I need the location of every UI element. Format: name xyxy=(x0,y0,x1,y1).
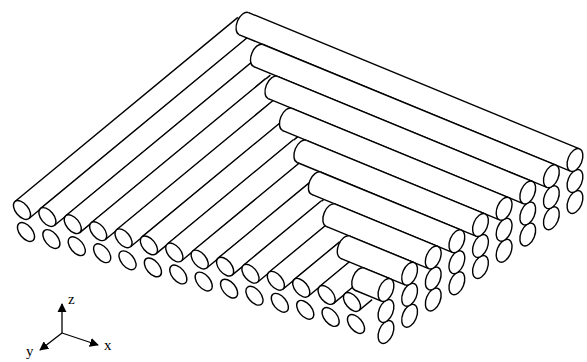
fiber-end xyxy=(268,290,292,315)
fiber-end xyxy=(192,269,216,294)
fiber-end xyxy=(162,240,186,265)
fiber-end xyxy=(315,282,339,307)
axis-label: z xyxy=(68,292,75,307)
fiber-end xyxy=(166,262,190,287)
fiber-end xyxy=(540,163,562,190)
fiber-end xyxy=(446,228,468,255)
axis-label: y xyxy=(26,344,34,359)
fiber-end xyxy=(243,283,267,308)
fiber-end xyxy=(319,304,343,329)
fiber-plies xyxy=(10,10,586,346)
fiber-end xyxy=(10,197,34,222)
fiber-end xyxy=(517,179,539,206)
fiber-end xyxy=(399,260,421,287)
fiber-end xyxy=(422,244,444,271)
fiber-end xyxy=(61,212,85,237)
fiber-end xyxy=(65,234,89,259)
fiber-end xyxy=(564,146,586,173)
fiber-end xyxy=(116,248,140,273)
fiber-end xyxy=(137,233,161,258)
fiber-end xyxy=(35,205,59,230)
fiber-end xyxy=(188,247,212,272)
fiber-end xyxy=(141,255,165,280)
fiber-end xyxy=(264,268,288,293)
axis-label: x xyxy=(104,338,112,353)
fiber-end xyxy=(217,276,241,301)
z-axis xyxy=(61,304,62,333)
fiber-end xyxy=(344,311,368,336)
fiber-end xyxy=(86,219,110,244)
fiber-end xyxy=(469,211,491,238)
fiber-end xyxy=(293,297,317,322)
fiber-end xyxy=(112,226,136,251)
y-axis xyxy=(40,333,62,350)
fiber-end xyxy=(493,195,515,222)
fiber-end xyxy=(289,275,313,300)
fiber-end xyxy=(375,276,397,303)
fiber-end xyxy=(39,227,63,252)
fiber-end xyxy=(14,219,38,244)
axis-triad xyxy=(40,304,98,350)
fiber-end xyxy=(213,254,237,279)
fiber-end xyxy=(90,241,114,266)
fiber-end xyxy=(239,261,263,286)
x-axis xyxy=(62,333,98,345)
fiber-end xyxy=(340,289,364,314)
